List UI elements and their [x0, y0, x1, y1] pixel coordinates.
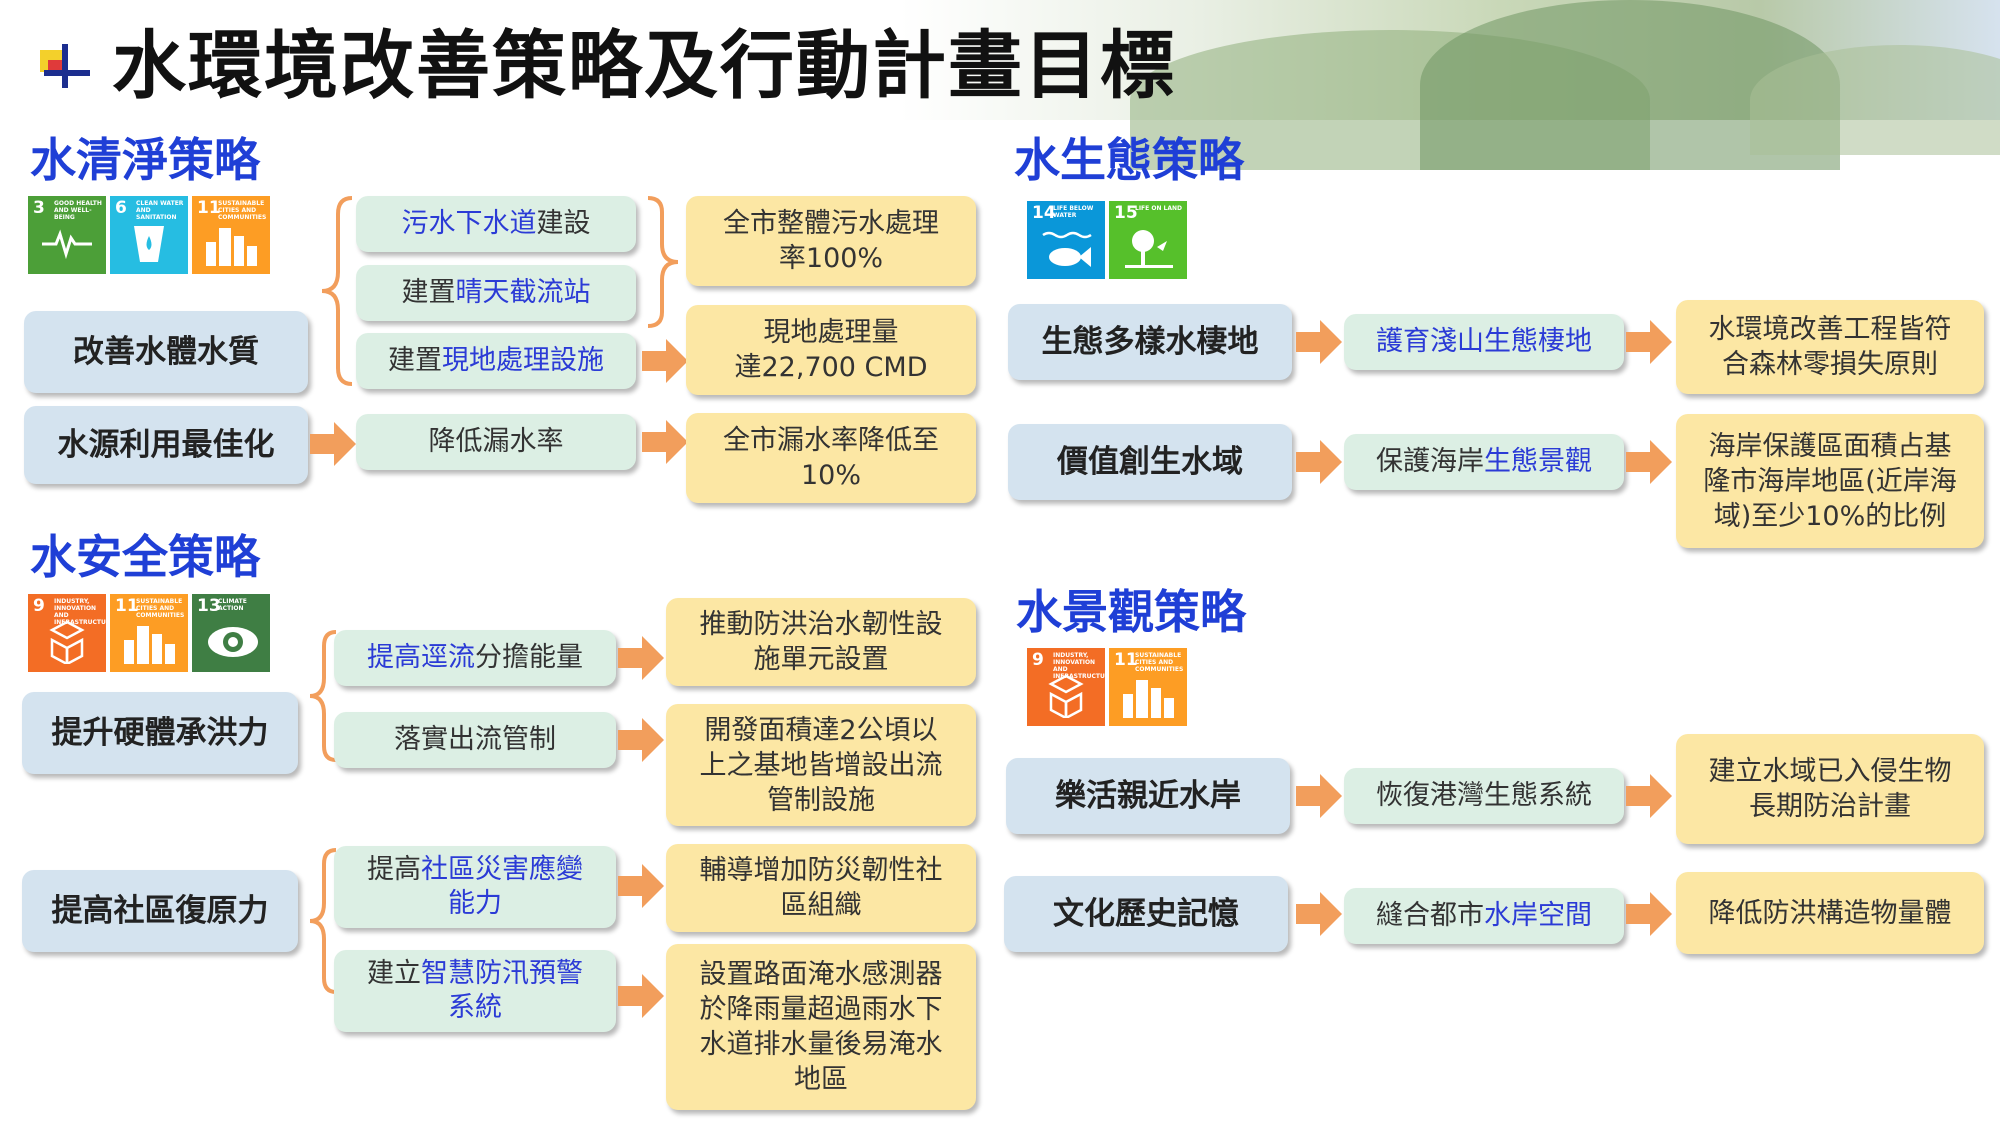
arrow-right-icon	[1626, 320, 1672, 364]
strategy-optimize-water-use: 水源利用最佳化	[24, 406, 308, 484]
sdg-11-icon: 11 SUSTAINABLE CITIES AND COMMUNITIES	[1109, 648, 1187, 726]
arrow-right-icon	[1626, 774, 1672, 818]
action-reduce-leakage: 降低漏水率	[356, 414, 636, 470]
arrow-right-icon	[310, 422, 356, 466]
target-onsite-capacity: 現地處理量 達22,700 CMD	[686, 305, 976, 395]
arrow-right-icon	[618, 974, 664, 1018]
strategy-flood-resilience: 提升硬體承洪力	[22, 692, 298, 774]
sdg-icons-clean: 3 GOOD HEALTH AND WELL-BEING 6 CLEAN WAT…	[28, 196, 270, 274]
target-coastal-protection: 海岸保護區面積占基 隆市海岸地區(近岸海 域)至少10%的比例	[1676, 414, 1984, 548]
strategy-community-resilience: 提高社區復原力	[22, 870, 298, 952]
arrow-right-icon	[1626, 440, 1672, 484]
arrow-right-icon	[642, 420, 688, 464]
arrow-right-icon	[1296, 440, 1342, 484]
strategy-value-waters: 價值創生水域	[1008, 424, 1292, 500]
sdg-13-icon: 13 CLIMATE ACTION	[192, 594, 270, 672]
target-flood-sensors: 設置路面淹水感測器 於降雨量超過雨水下 水道排水量後易淹水 地區	[666, 944, 976, 1110]
brace-left-icon	[309, 848, 337, 994]
action-smart-flood-warning: 建立智慧防汛預警 系統	[334, 950, 616, 1032]
arrow-right-icon	[642, 339, 688, 383]
arrow-right-icon	[1296, 774, 1342, 818]
section-title-ecology: 水生態策略	[1014, 133, 1244, 187]
section-title-clean: 水清淨策略	[30, 133, 260, 187]
arrow-right-icon	[1626, 892, 1672, 936]
brace-left-icon	[309, 630, 337, 762]
arrow-right-icon	[1296, 320, 1342, 364]
action-coastal-landscape: 保護海岸生態景觀	[1344, 434, 1624, 490]
sdg-14-icon: 14 LIFE BELOW WATER	[1027, 201, 1105, 279]
sdg-15-icon: 15 LIFE ON LAND	[1109, 201, 1187, 279]
action-outflow-control: 落實出流管制	[334, 712, 616, 768]
target-sewage-rate: 全市整體污水處理 率100%	[686, 196, 976, 286]
target-outflow-facilities: 開發面積達2公頃以 上之基地皆增設出流 管制設施	[666, 704, 976, 826]
arrow-right-icon	[618, 864, 664, 908]
brace-left-icon	[321, 196, 353, 386]
title-bullet-icon	[40, 44, 90, 88]
action-interception-station: 建置晴天截流站	[356, 265, 636, 321]
page-title: 水環境改善策略及行動計畫目標	[112, 23, 1176, 109]
sdg-9-icon: 9 INDUSTRY, INNOVATION AND INFRASTRUCTUR…	[1027, 648, 1114, 726]
target-invasive-species: 建立水域已入侵生物 長期防治計畫	[1676, 734, 1984, 844]
sdg-icons-ecology: 14 LIFE BELOW WATER 15 LIFE ON LAND	[1027, 201, 1187, 279]
arrow-right-icon	[1296, 892, 1342, 936]
brace-right-icon	[647, 196, 679, 328]
action-urban-waterfront: 縫合都市水岸空間	[1344, 888, 1624, 944]
section-title-safety: 水安全策略	[30, 530, 260, 584]
target-resilient-facilities: 推動防洪治水韌性設 施單元設置	[666, 598, 976, 686]
sdg-11-icon: 11 SUSTAINABLE CITIES AND COMMUNITIES	[192, 196, 270, 274]
sdg-9-icon: 9 INDUSTRY, INNOVATION AND INFRASTRUCTUR…	[28, 594, 115, 672]
header-banner	[0, 0, 2000, 170]
sdg-11-icon: 11 SUSTAINABLE CITIES AND COMMUNITIES	[110, 594, 188, 672]
action-onsite-treatment: 建置現地處理設施	[356, 333, 636, 389]
action-sewer-construction: 污水下水道建設	[356, 196, 636, 252]
strategy-diverse-habitat: 生態多樣水棲地	[1008, 304, 1292, 380]
section-title-landscape: 水景觀策略	[1016, 585, 1246, 639]
action-harbor-ecosystem: 恢復港灣生態系統	[1344, 768, 1624, 824]
target-zero-forest-loss: 水環境改善工程皆符 合森林零損失原則	[1676, 300, 1984, 394]
action-foothill-habitat: 護育淺山生態棲地	[1344, 314, 1624, 370]
sdg-icons-safety: 9 INDUSTRY, INNOVATION AND INFRASTRUCTUR…	[28, 594, 270, 672]
hill-shape	[1750, 45, 2000, 155]
target-reduce-flood-structures: 降低防洪構造物量體	[1676, 872, 1984, 954]
sdg-3-icon: 3 GOOD HEALTH AND WELL-BEING	[28, 196, 106, 274]
strategy-cultural-memory: 文化歷史記憶	[1004, 876, 1288, 952]
target-resilient-communities: 輔導增加防災韌性社 區組織	[666, 844, 976, 932]
action-runoff-capacity: 提高逕流分擔能量	[334, 630, 616, 686]
strategy-improve-water-quality: 改善水體水質	[24, 311, 308, 393]
arrow-right-icon	[618, 718, 664, 762]
arrow-right-icon	[618, 636, 664, 680]
strategy-waterfront-access: 樂活親近水岸	[1006, 758, 1290, 834]
target-leakage-rate: 全市漏水率降低至 10%	[686, 413, 976, 503]
action-disaster-response: 提高社區災害應變 能力	[334, 846, 616, 928]
sdg-icons-landscape: 9 INDUSTRY, INNOVATION AND INFRASTRUCTUR…	[1027, 648, 1187, 726]
sdg-6-icon: 6 CLEAN WATER AND SANITATION	[110, 196, 188, 274]
